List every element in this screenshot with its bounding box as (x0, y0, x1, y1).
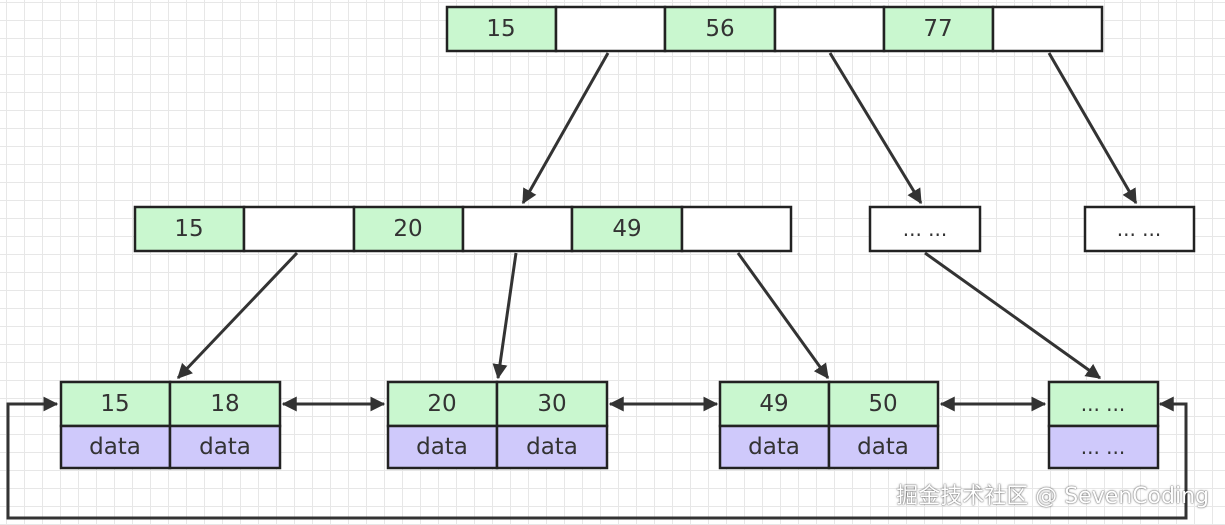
root-key-label: 77 (923, 16, 952, 42)
leaf-node: 20 30 data data (386, 380, 609, 470)
leaf-data-label: data (748, 434, 800, 460)
leaf-data-cell (168, 424, 282, 470)
internal-key-label: 20 (393, 216, 422, 242)
leaf-key-label: ... ... (1081, 392, 1126, 416)
internal-key-label: 15 (174, 216, 203, 242)
leaf-data-label: data (857, 434, 909, 460)
root-pointer-cell (554, 5, 667, 53)
placeholder-label: ... ... (903, 217, 948, 241)
edge-internal-to-leaf-1 (176, 251, 299, 380)
leaf-key-label: 18 (210, 391, 239, 417)
internal-key-label: 49 (612, 216, 641, 242)
leaf-data-label: data (89, 434, 141, 460)
leaf-data-cell (59, 424, 172, 470)
leaf-key-cell (59, 380, 172, 428)
leaf-data-label: ... ... (1081, 435, 1126, 459)
edges (6, 52, 1188, 520)
placeholder-node: ... ... (1083, 205, 1196, 253)
internal-node: 15 20 49 (133, 205, 793, 253)
leaf-key-label: 49 (759, 391, 788, 417)
leaf-key-cell (1047, 380, 1160, 428)
leaf-key-label: 30 (537, 391, 566, 417)
edge-root-to-internal (521, 52, 610, 205)
leaf-data-cell (386, 424, 499, 470)
leaf-key-cell (168, 380, 282, 428)
leaf-data-label: data (416, 434, 468, 460)
internal-pointer-cell (680, 205, 793, 253)
placeholder-label: ... ... (1117, 217, 1162, 241)
leaf-node: 49 50 data data (718, 380, 940, 470)
leaf-data-cell (1047, 424, 1160, 470)
edge-placeholder-to-leaf-4 (924, 251, 1102, 380)
leaf-data-label: data (526, 434, 578, 460)
root-key-cell (445, 5, 558, 53)
leaf-key-cell (495, 380, 609, 428)
internal-pointer-cell (461, 205, 574, 253)
internal-pointer-cell (242, 205, 356, 253)
internal-key-cell (570, 205, 684, 253)
placeholder-node: ... ... (868, 205, 982, 253)
leaf-data-cell (827, 424, 940, 470)
leaf-key-cell (386, 380, 499, 428)
leaf-data-label: data (199, 434, 251, 460)
internal-key-cell (133, 205, 246, 253)
leaf-key-label: 20 (427, 391, 456, 417)
internal-key-cell (352, 205, 465, 253)
leaf-key-label: 15 (100, 391, 129, 417)
placeholder-cell (868, 205, 982, 253)
root-pointer-cell (991, 5, 1104, 53)
leaf-node: ... ... ... ... (1047, 380, 1160, 470)
leaf-key-label: 50 (868, 391, 897, 417)
leaf-node: 15 18 data data (59, 380, 282, 470)
root-pointer-cell (773, 5, 886, 53)
root-key-label: 15 (486, 16, 515, 42)
root-key-label: 56 (705, 16, 734, 42)
watermark-text: 掘金技术社区 @ SevenCoding (896, 484, 1209, 509)
edge-root-to-placeholder-1 (828, 52, 923, 205)
edge-internal-to-leaf-2 (492, 252, 518, 380)
edge-root-to-placeholder-2 (1047, 52, 1138, 205)
root-node: 15 56 77 (445, 5, 1104, 53)
leaf-data-cell (495, 424, 609, 470)
link-circular-last-to-first (6, 396, 1188, 520)
edge-internal-to-leaf-3 (736, 252, 830, 380)
placeholder-cell (1083, 205, 1196, 253)
leaf-data-cell (718, 424, 831, 470)
root-key-cell (663, 5, 777, 53)
leaf-key-cell (718, 380, 831, 428)
